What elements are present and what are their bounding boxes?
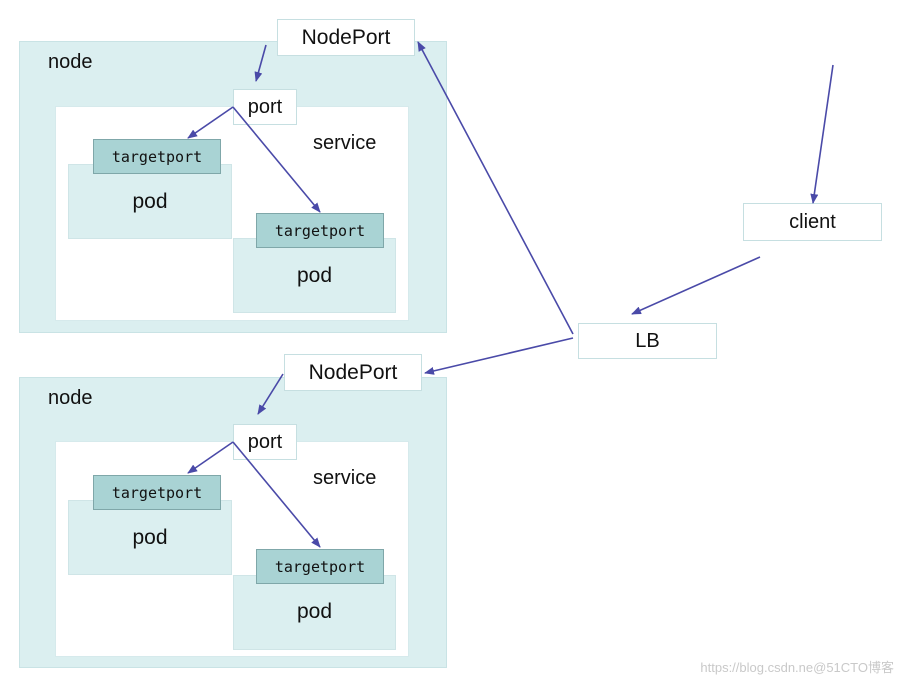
- pod-1-1: [68, 164, 232, 239]
- arrow-into-client: [810, 64, 834, 204]
- pod-label-2-2: pod: [296, 600, 333, 623]
- pod-label-1-2: pod: [296, 264, 333, 287]
- port-2: port: [233, 424, 297, 460]
- pod-2-1: [68, 500, 232, 575]
- service-1-label: service: [313, 132, 377, 154]
- pod-label-1-1: pod: [132, 190, 168, 213]
- pod-label-2-1: pod: [132, 526, 168, 549]
- client-box: client: [743, 203, 882, 241]
- port-1: port: [233, 89, 297, 125]
- nodeport-1: NodePort: [277, 19, 415, 56]
- nodeport-2: NodePort: [284, 354, 422, 391]
- node-1-label: node: [48, 51, 93, 73]
- targetport-1-1: targetport: [93, 139, 221, 174]
- arrow-lb-to-nodeport-2: [424, 337, 574, 375]
- watermark: https://blog.csdn.ne@51CTO博客: [700, 660, 894, 675]
- service-2-label: service: [313, 467, 377, 489]
- targetport-2-1: targetport: [93, 475, 221, 510]
- pod-1-2: [233, 238, 396, 313]
- targetport-1-2: targetport: [256, 213, 384, 248]
- targetport-2-2: targetport: [256, 549, 384, 584]
- lb-box: LB: [578, 323, 717, 359]
- arrow-client-to-lb: [631, 256, 761, 315]
- node-2-label: node: [48, 387, 93, 409]
